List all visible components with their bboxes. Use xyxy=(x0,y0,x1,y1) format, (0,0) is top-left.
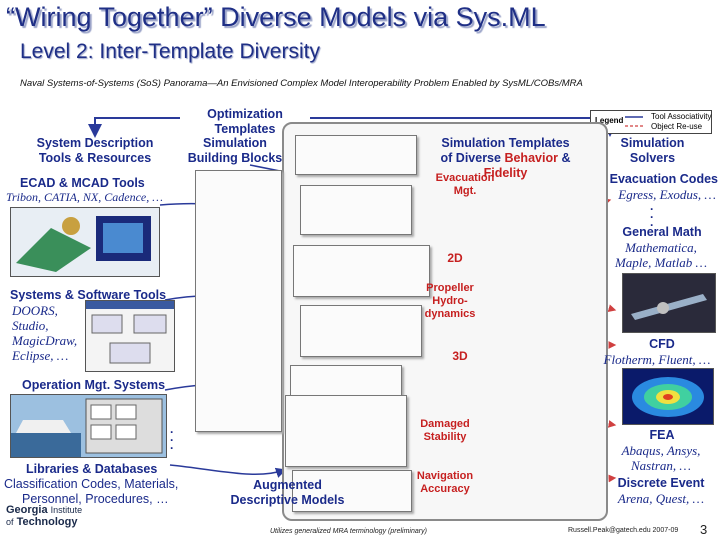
simulation-building-blocks-header: Simulation Building Blocks xyxy=(187,136,283,165)
footer-email: Russell.Peak@gatech.edu 2007-09 xyxy=(568,527,679,534)
legend-box: Legend Tool Associativity Object Re-use xyxy=(590,110,712,134)
evacuation-mgt-label: Evacuation Mgt. xyxy=(435,172,495,197)
sysml-tool-screenshot xyxy=(85,300,175,372)
general-math-tools: Mathematica, Maple, Matlab … xyxy=(614,240,708,270)
cfd-header: CFD xyxy=(649,337,675,351)
navigation-accuracy-label: Navigation Accuracy xyxy=(416,470,474,495)
system-description-header: System Description Tools & Resources xyxy=(36,136,154,165)
cad-models-image xyxy=(10,207,160,277)
template-panel-2d xyxy=(293,245,430,297)
simulation-templates-header: Simulation Templates of Diverse Behavior… xyxy=(440,136,571,180)
fea-header: FEA xyxy=(649,428,675,442)
evacuation-codes-tools: Egress, Exodus, … xyxy=(618,187,716,202)
template-panel-damaged xyxy=(285,395,407,467)
augmented-descriptive-models-label: Augmented Descriptive Models xyxy=(230,478,345,507)
libraries-databases-header: Libraries & Databases xyxy=(26,462,158,476)
cfd-tools: Flotherm, Fluent, … xyxy=(603,352,711,367)
diagram-caption: Naval Systems-of-Systems (SoS) Panorama—… xyxy=(20,78,583,89)
systems-software-tools: DOORS, Studio, MagicDraw, Eclipse, … xyxy=(12,303,78,363)
damaged-stability-label: Damaged Stability xyxy=(420,418,470,443)
general-math-header: General Math xyxy=(622,225,702,239)
slide-title: “Wiring Together” Diverse Models via Sys… xyxy=(6,2,546,32)
footer-note: Utilizes generalized MRA terminology (pr… xyxy=(270,528,427,535)
propeller-cfd-image xyxy=(622,273,716,333)
label-3d: 3D xyxy=(452,349,468,363)
operation-mgt-header: Operation Mgt. Systems xyxy=(22,378,166,392)
discrete-event-tools: Arena, Quest, … xyxy=(617,491,705,506)
simulation-solvers-header: Simulation Solvers xyxy=(620,136,685,165)
ship-operations-image xyxy=(10,394,167,458)
fea-contour-image xyxy=(622,368,714,425)
libraries-databases-list: Classification Codes, Materials, Personn… xyxy=(4,477,179,506)
evacuation-codes-header: Evacuation Codes xyxy=(609,172,718,186)
ecad-mcad-tools: Tribon, CATIA, NX, Cadence, … xyxy=(6,190,163,204)
ecad-mcad-header: ECAD & MCAD Tools xyxy=(20,176,145,190)
page-number: 3 xyxy=(700,522,708,537)
label-2d: 2D xyxy=(447,251,463,265)
template-panel-top-left xyxy=(295,135,417,175)
template-panel-navigation xyxy=(292,470,412,512)
propeller-label: Propeller Hydro- dynamics xyxy=(424,282,476,320)
template-panel-evac xyxy=(300,185,412,235)
fea-tools: Abaqus, Ansys, Nastran, … xyxy=(621,443,701,473)
discrete-event-header: Discrete Event xyxy=(617,476,705,490)
building-blocks-panel xyxy=(195,170,282,432)
slide-subtitle: Level 2: Inter-Template Diversity xyxy=(20,40,320,63)
georgia-tech-logo: Georgia Institute of Technology xyxy=(6,504,83,529)
ellipsis-left-icon: ··· xyxy=(170,425,174,455)
arrow-libraries xyxy=(169,464,287,478)
template-panel-propeller xyxy=(300,305,422,357)
legend-lines-icon xyxy=(625,116,643,127)
legend-item-reuse: Object Re-use xyxy=(651,122,703,131)
legend-item-associativity: Tool Associativity xyxy=(651,112,712,121)
ellipsis-right-icon: ··· xyxy=(650,202,654,232)
systems-software-header: Systems & Software Tools xyxy=(10,288,167,302)
legend-title: Legend xyxy=(595,116,624,125)
